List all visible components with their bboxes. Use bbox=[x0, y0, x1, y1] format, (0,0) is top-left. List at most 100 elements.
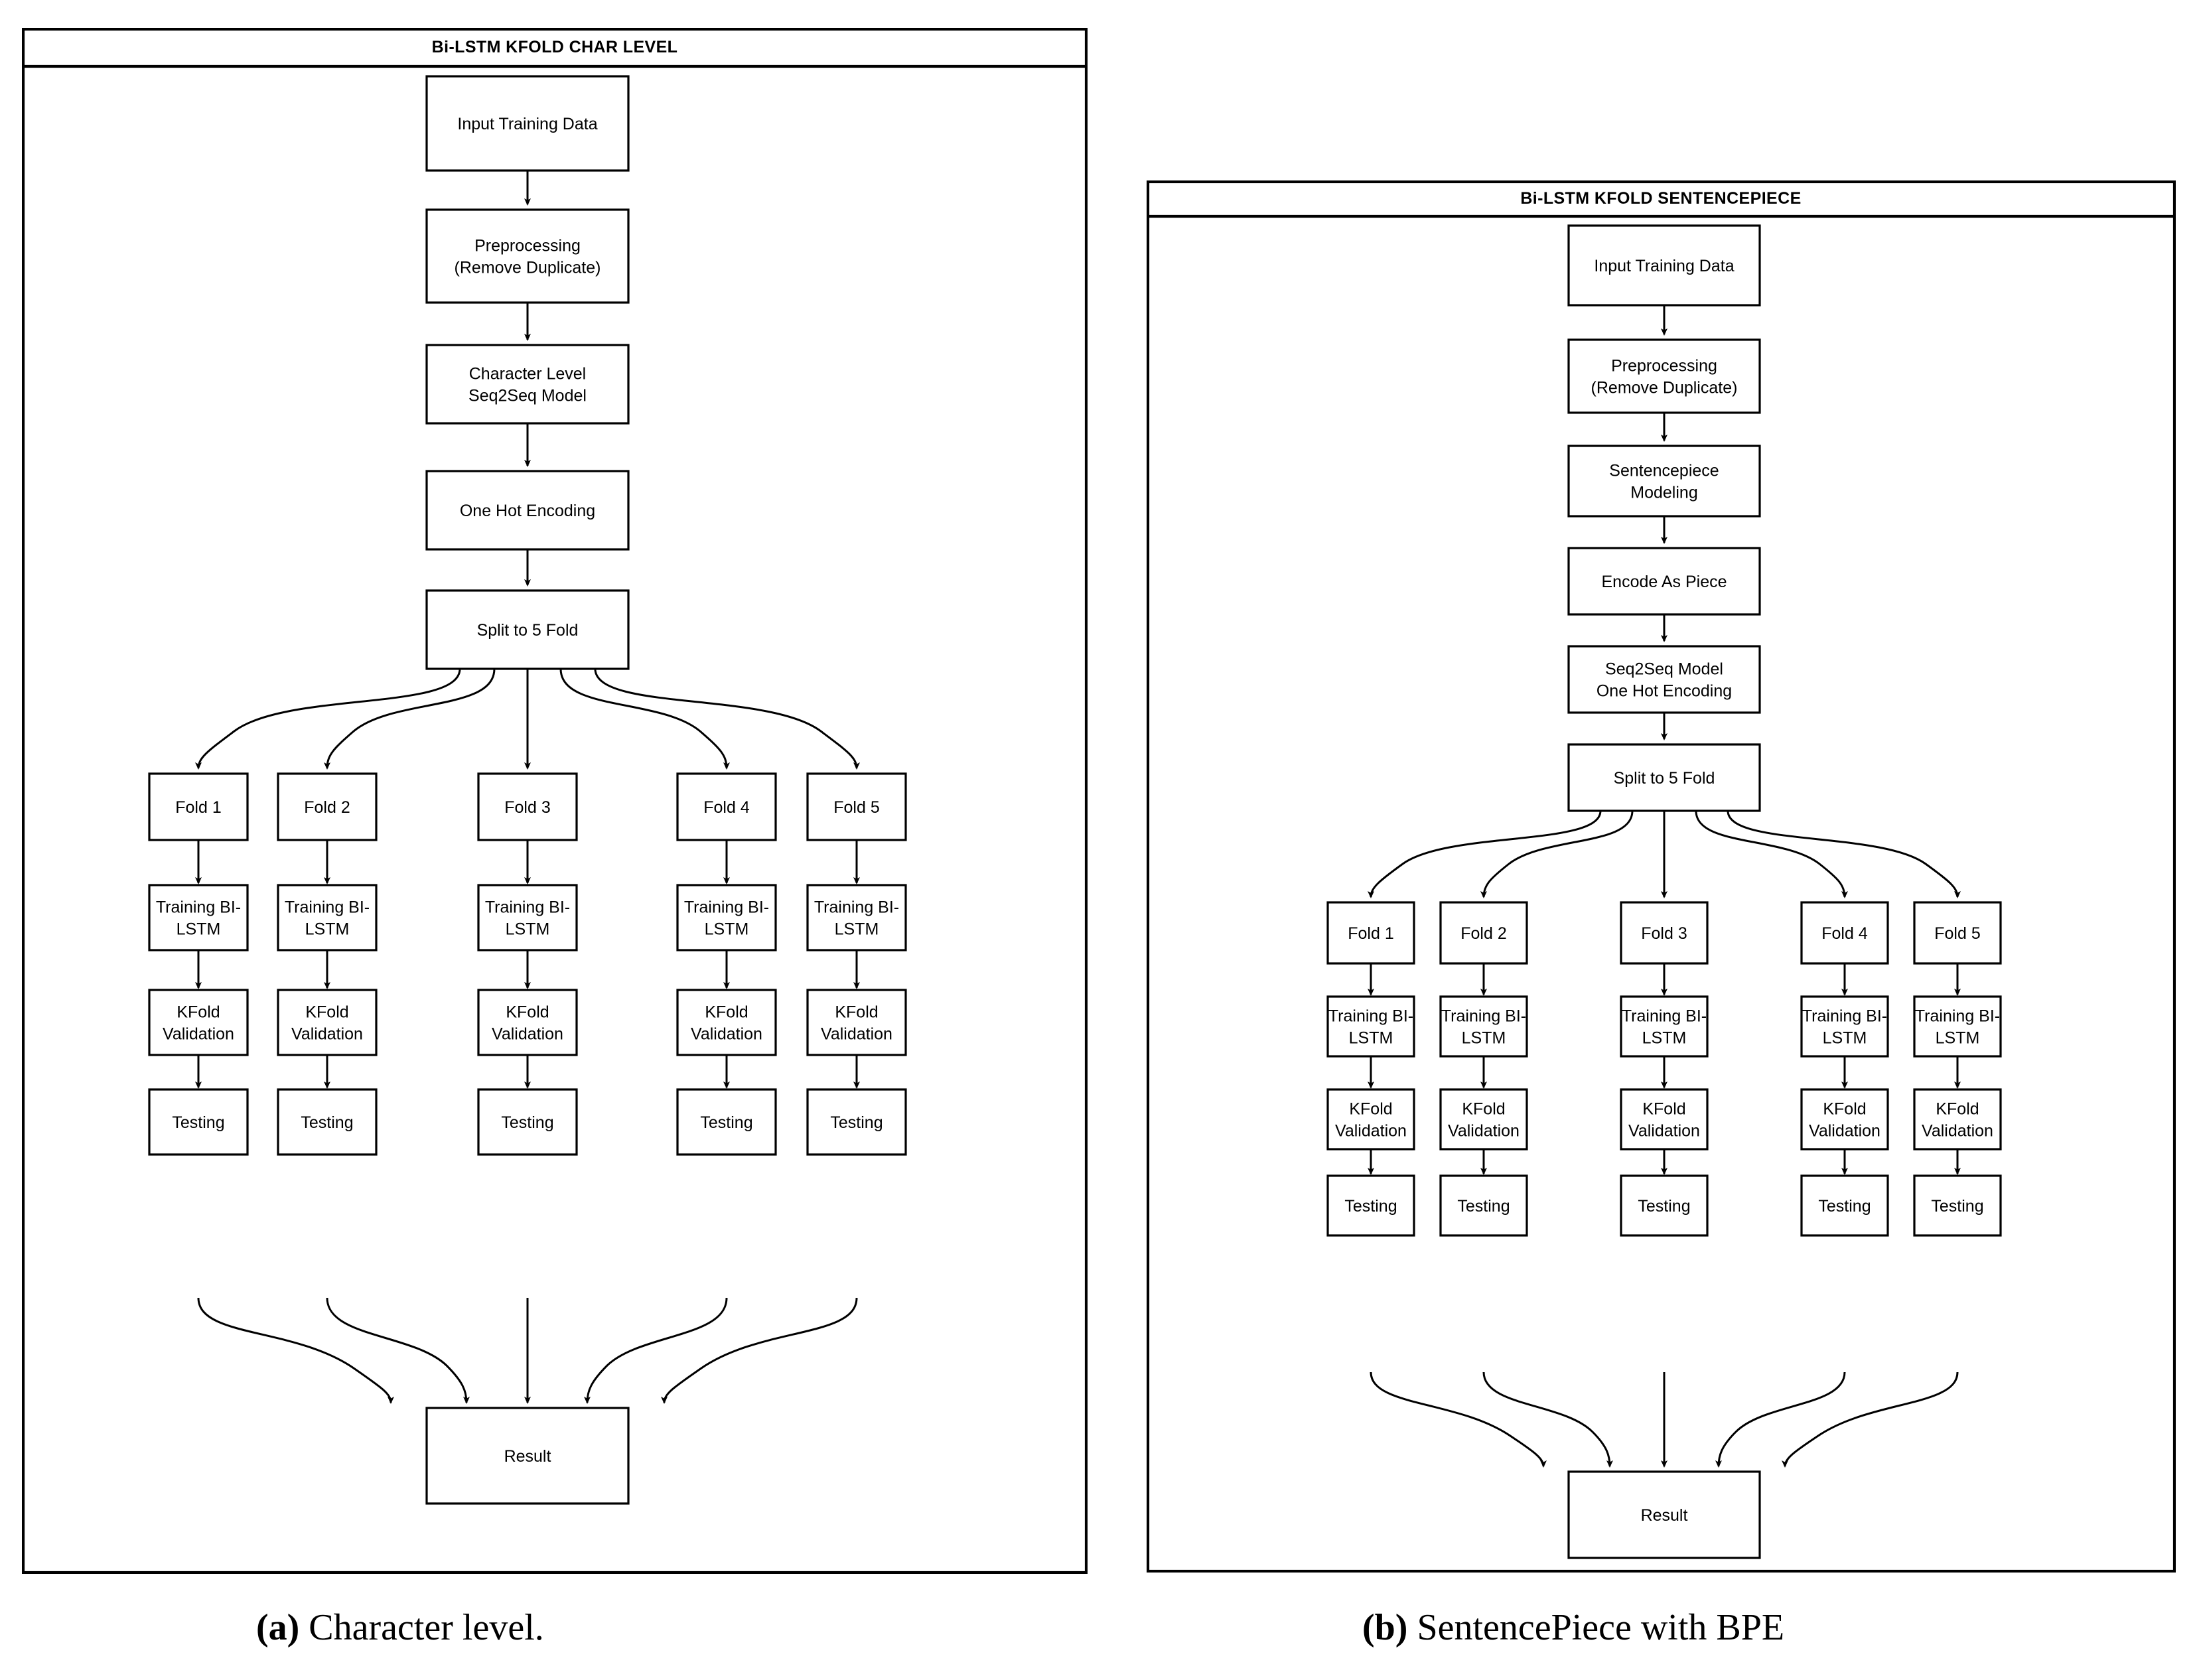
edge-testing5-to-result bbox=[1782, 1371, 1959, 1468]
node-split-to-5-fold[interactable] bbox=[425, 589, 630, 670]
edge-split-to-fold-1 bbox=[195, 668, 461, 770]
node-testing-2-label: Testing bbox=[301, 1113, 353, 1132]
node-testing-1[interactable] bbox=[1326, 1174, 1415, 1237]
node-preprocessing[interactable] bbox=[425, 208, 630, 304]
node-fold-5-label: Fold 5 bbox=[1934, 924, 1980, 943]
node-input-training-data-label: Input Training Data bbox=[1594, 257, 1734, 275]
node-preprocessing[interactable] bbox=[1567, 338, 1761, 414]
node-fold-5-label: Fold 5 bbox=[833, 798, 879, 817]
node-kfold-validation-4[interactable] bbox=[676, 989, 777, 1056]
node-fold-1-label: Fold 1 bbox=[175, 798, 221, 817]
node-testing-3[interactable] bbox=[477, 1088, 578, 1156]
node-testing-1[interactable] bbox=[148, 1088, 249, 1156]
node-kfold-validation-3[interactable] bbox=[1620, 1088, 1709, 1151]
node-training-bilstm-5[interactable] bbox=[1913, 995, 2002, 1058]
edge-split-to-fold-2 bbox=[1480, 810, 1634, 898]
node-kfold-validation-2[interactable] bbox=[277, 989, 378, 1056]
node-training-bilstm-4[interactable] bbox=[676, 884, 777, 951]
edge-testing1-to-result bbox=[1370, 1371, 1547, 1468]
node-fold-2[interactable] bbox=[277, 772, 378, 841]
node-kfold-validation-1[interactable] bbox=[1326, 1088, 1415, 1151]
node-kfold-validation-3[interactable] bbox=[477, 989, 578, 1056]
node-fold-3[interactable] bbox=[477, 772, 578, 841]
node-fold-3-label: Fold 3 bbox=[504, 798, 550, 817]
node-fold-2-label: Fold 2 bbox=[304, 798, 350, 817]
node-seq2seq-one-hot-encoding[interactable] bbox=[1567, 645, 1761, 714]
node-fold-1[interactable] bbox=[1326, 901, 1415, 965]
node-training-bilstm-5-label: Training BI-LSTM bbox=[814, 898, 899, 939]
node-input-training-data[interactable] bbox=[425, 75, 630, 172]
node-fold-2-label: Fold 2 bbox=[1460, 924, 1506, 943]
node-training-bilstm-2-label: Training BI-LSTM bbox=[285, 898, 370, 939]
node-training-bilstm-5[interactable] bbox=[806, 884, 907, 951]
edge-split-to-fold-5 bbox=[594, 668, 860, 770]
panel-title: Bi-LSTM KFOLD CHAR LEVEL bbox=[432, 38, 678, 56]
node-split-to-5-fold-label: Split to 5 Fold bbox=[1614, 769, 1715, 788]
node-kfold-validation-4[interactable] bbox=[1800, 1088, 1889, 1151]
node-fold-2[interactable] bbox=[1439, 901, 1528, 965]
node-testing-5[interactable] bbox=[806, 1088, 907, 1156]
node-testing-3-label: Testing bbox=[501, 1113, 553, 1132]
node-one-hot-encoding-label: One Hot Encoding bbox=[460, 502, 595, 520]
node-training-bilstm-1[interactable] bbox=[148, 884, 249, 951]
node-training-bilstm-1-label: Training BI-LSTM bbox=[156, 898, 241, 939]
node-testing-2[interactable] bbox=[277, 1088, 378, 1156]
node-encode-as-piece-label: Encode As Piece bbox=[1601, 573, 1727, 591]
node-testing-5-label: Testing bbox=[1931, 1197, 1983, 1216]
node-testing-4[interactable] bbox=[676, 1088, 777, 1156]
caption-b-text: SentencePiece with BPE bbox=[1407, 1607, 1785, 1648]
node-training-bilstm-3[interactable] bbox=[477, 884, 578, 951]
node-training-bilstm-4[interactable] bbox=[1800, 995, 1889, 1058]
caption-a-marker: (a) bbox=[256, 1607, 300, 1648]
node-result-label: Result bbox=[1641, 1506, 1688, 1525]
node-fold-4[interactable] bbox=[1800, 901, 1889, 965]
node-split-to-5-fold[interactable] bbox=[1567, 743, 1761, 812]
node-testing-4[interactable] bbox=[1800, 1174, 1889, 1237]
node-fold-4-label: Fold 4 bbox=[703, 798, 750, 817]
node-training-bilstm-3-label: Training BI-LSTM bbox=[1622, 1007, 1707, 1048]
edge-testing2-to-result bbox=[1482, 1371, 1613, 1468]
node-fold-4-label: Fold 4 bbox=[1821, 924, 1868, 943]
node-fold-1[interactable] bbox=[148, 772, 249, 841]
node-kfold-validation-2[interactable] bbox=[1439, 1088, 1528, 1151]
edge-testing4-to-result bbox=[1715, 1371, 1846, 1468]
edge-split-to-fold-1 bbox=[1368, 810, 1602, 898]
node-testing-2-label: Testing bbox=[1457, 1197, 1510, 1216]
node-training-bilstm-2-label: Training BI-LSTM bbox=[1441, 1007, 1526, 1048]
edge-split-to-fold-2 bbox=[324, 668, 496, 770]
node-training-bilstm-5-label: Training BI-LSTM bbox=[1915, 1007, 2000, 1048]
node-character-level-seq2seq-model[interactable] bbox=[425, 344, 630, 425]
node-testing-1-label: Testing bbox=[1344, 1197, 1397, 1216]
node-training-bilstm-2[interactable] bbox=[277, 884, 378, 951]
node-testing-3[interactable] bbox=[1620, 1174, 1709, 1237]
node-testing-2[interactable] bbox=[1439, 1174, 1528, 1237]
node-training-bilstm-1[interactable] bbox=[1326, 995, 1415, 1058]
node-result[interactable] bbox=[1567, 1470, 1761, 1559]
panel-b-svg: Bi-LSTM KFOLD SENTENCEPIECE Input Traini… bbox=[1147, 180, 2176, 1573]
node-training-bilstm-3[interactable] bbox=[1620, 995, 1709, 1058]
node-kfold-validation-5[interactable] bbox=[1913, 1088, 2002, 1151]
node-kfold-validation-5[interactable] bbox=[806, 989, 907, 1056]
caption-panel-b: (b) SentencePiece with BPE bbox=[1362, 1606, 1784, 1649]
node-input-training-data-label: Input Training Data bbox=[457, 115, 597, 133]
node-training-bilstm-3-label: Training BI-LSTM bbox=[485, 898, 570, 939]
node-fold-1-label: Fold 1 bbox=[1348, 924, 1393, 943]
flowchart-panel-sentencepiece: Bi-LSTM KFOLD SENTENCEPIECE Input Traini… bbox=[1147, 180, 2176, 1573]
node-result[interactable] bbox=[425, 1407, 630, 1505]
node-testing-4-label: Testing bbox=[1818, 1197, 1871, 1216]
node-kfold-validation-1[interactable] bbox=[148, 989, 249, 1056]
node-sentencepiece-modeling[interactable] bbox=[1567, 445, 1761, 518]
edge-testing2-to-result bbox=[326, 1297, 470, 1404]
node-training-bilstm-2[interactable] bbox=[1439, 995, 1528, 1058]
node-testing-5[interactable] bbox=[1913, 1174, 2002, 1237]
